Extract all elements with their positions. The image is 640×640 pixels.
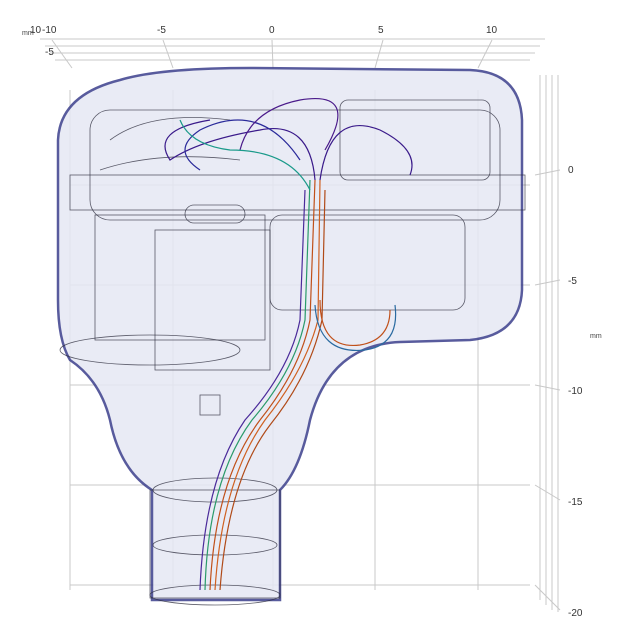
top-tick: 10 — [486, 25, 498, 36]
right-tick: -5 — [568, 276, 577, 287]
housing — [56, 66, 526, 606]
right-tick: -15 — [568, 497, 583, 508]
top-tick: 0 — [269, 25, 275, 36]
right-tick: 0 — [568, 165, 574, 176]
left-tick: -5 — [45, 47, 54, 58]
right-axis-unit: mm — [590, 333, 602, 340]
top-tick: 5 — [378, 25, 384, 36]
corner-unit-label: mm — [22, 30, 34, 37]
streamlines — [164, 98, 413, 591]
top-tick: -10 — [42, 25, 57, 36]
right-tick: -20 — [568, 608, 583, 619]
corner-tick-label: 10 — [30, 25, 42, 36]
right-tick: -10 — [568, 386, 583, 397]
top-tick: -5 — [157, 25, 166, 36]
